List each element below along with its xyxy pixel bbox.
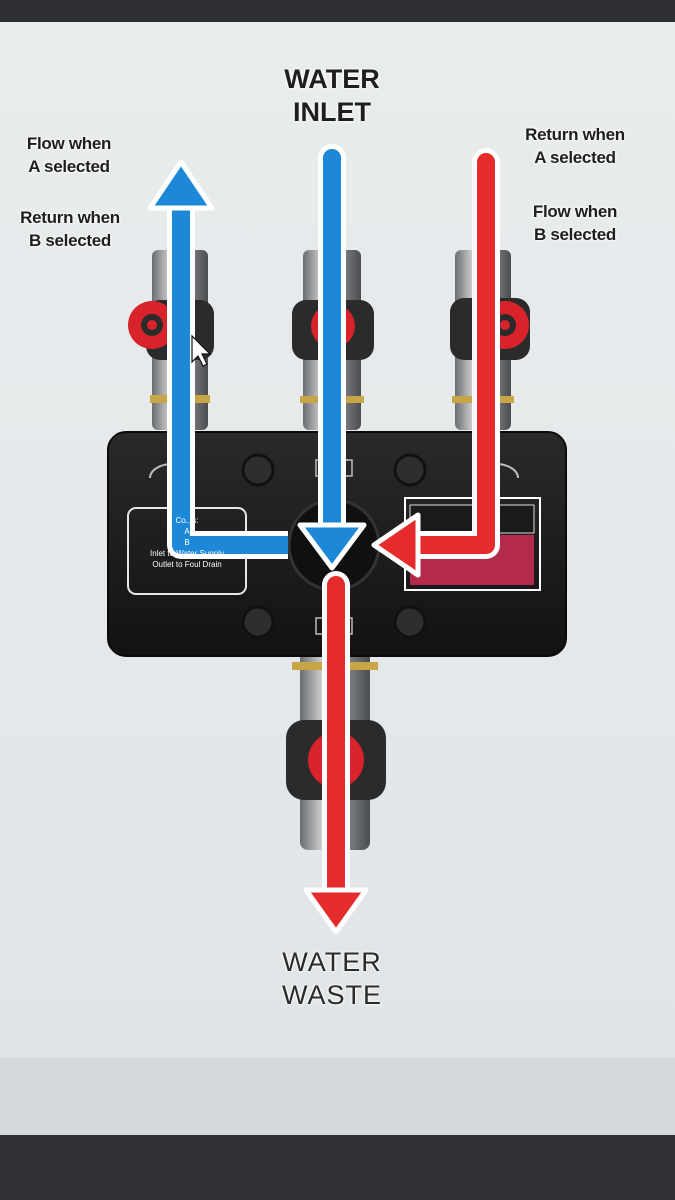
water-inlet-label: WATER INLET	[284, 64, 380, 127]
panel-line-0: Co...s:	[175, 516, 199, 525]
panel-line-1: A	[184, 527, 190, 536]
panel-line-2: B	[184, 538, 190, 547]
waste-arrow-red	[303, 571, 369, 935]
flow-arrow-left-blue	[147, 159, 288, 559]
left-flow-note: Flow when A selected	[26, 134, 112, 176]
right-flow-note: Flow when B selected	[532, 202, 618, 244]
water-waste-label: WATER WASTE	[281, 947, 382, 1010]
monitor-bezel-top	[0, 0, 675, 24]
screen-bottom-band	[0, 1058, 675, 1138]
right-return-note: Return when A selected	[525, 125, 625, 167]
panel-line-3: Inlet to Water Supply	[150, 549, 224, 558]
return-arrow-right-red	[371, 148, 500, 578]
monitor-bezel-bottom	[0, 1135, 675, 1200]
panel-line-4: Outlet to Foul Drain	[152, 560, 222, 569]
connections-panel-text: Co...s: A B Inlet to Water Supply Outlet…	[130, 515, 244, 570]
mouse-cursor-icon	[191, 334, 212, 367]
left-return-note: Return when B selected	[20, 208, 120, 250]
inlet-arrow-blue	[297, 144, 367, 571]
